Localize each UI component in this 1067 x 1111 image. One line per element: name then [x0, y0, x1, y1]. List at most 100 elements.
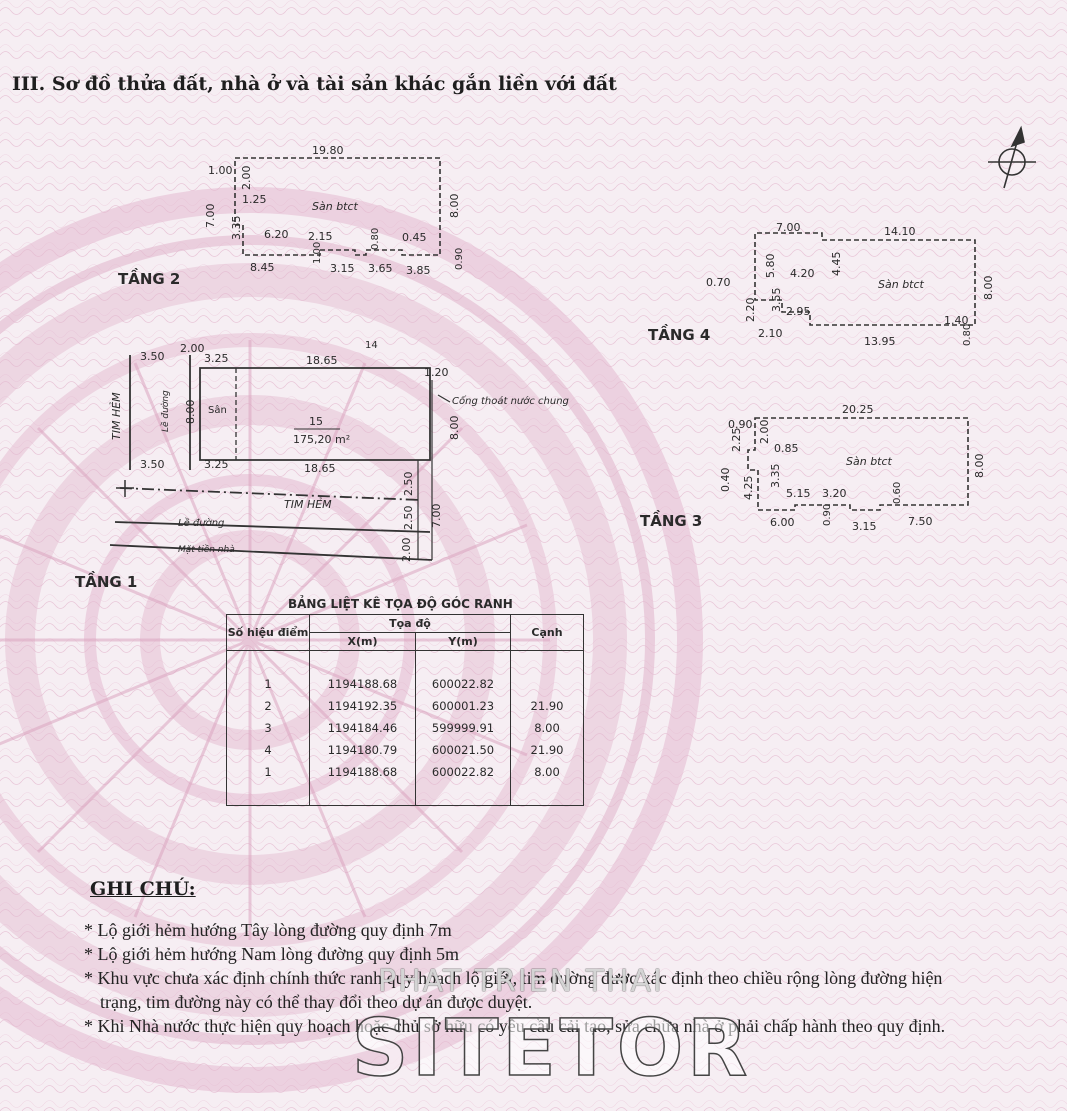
cell-edge: 8.00 [510, 761, 584, 783]
floor3-room: Sàn btct [846, 455, 893, 468]
floor1-dim-left-bottom: 3.50 [140, 458, 165, 471]
floor4-dim-b2: 13.95 [864, 335, 896, 348]
floor3-dim-h1: 2.25 [730, 428, 743, 453]
floor2-dim-b-right: 0.90 [454, 248, 465, 270]
floor3-dim-b1: 6.00 [770, 516, 795, 529]
section-heading: III. Sơ đồ thửa đất, nhà ở và tài sản kh… [12, 72, 617, 95]
floor3-dim-corner: 0.90 [728, 418, 753, 431]
floor3-dim-b4: 7.50 [908, 515, 933, 528]
floor1-dim-right-top: 1.20 [424, 366, 449, 379]
cell-point: 4 [226, 739, 310, 761]
floor2-dim-corner-h: 2.00 [240, 166, 253, 191]
cell-edge: 8.00 [510, 717, 584, 739]
table-row [226, 650, 584, 673]
floor2-dim-small-step: 0.45 [402, 231, 427, 244]
floor4-dim-b1: 2.10 [758, 327, 783, 340]
note-item: * Khu vực chưa xác định chính thức ranh … [84, 968, 943, 1012]
floor4-dim-low-h: 2.20 [744, 298, 757, 323]
floor1-yard: Sân [208, 404, 227, 416]
cell-x: 1194180.79 [309, 739, 416, 761]
compass-north-icon [988, 125, 1036, 189]
table-row: 1 1194188.68 600022.82 [226, 673, 584, 695]
cell-x: 1194192.35 [309, 695, 416, 717]
floor4-dim-b-right: 0.80 [962, 324, 973, 346]
floor2-dim-b2: 3.15 [330, 262, 355, 275]
floor1-dim-main-bottom: 18.65 [304, 462, 336, 475]
floor2-dim-seg-b: 2.15 [308, 230, 333, 243]
cell-y: 600001.23 [414, 695, 512, 717]
table-row: 2 1194192.35 600001.23 21.90 [226, 695, 584, 717]
floor1-dim-r2: 2.50 [402, 506, 415, 531]
floor1-dim-r3: 2.00 [400, 538, 413, 563]
floor2-dim-top: 19.80 [312, 144, 344, 157]
floor2-dim-b1: 8.45 [250, 261, 275, 274]
floor1-frontage: Mặt tiền nhà [178, 544, 235, 555]
floor2-dim-b4: 3.85 [406, 264, 431, 277]
floor2-dim-seg-a: 6.20 [264, 228, 289, 241]
floor2-dim-inner-step: 1.25 [242, 193, 267, 206]
floor4-dim-seg: 2.95 [786, 305, 811, 318]
floor2-dim-b3: 3.65 [368, 262, 393, 275]
cell-edge: 21.90 [510, 739, 584, 761]
cell-point: 2 [226, 695, 310, 717]
col-point: Số hiệu điểm [226, 614, 310, 651]
table-row [226, 783, 584, 806]
cell-x: 1194188.68 [309, 673, 416, 695]
floor4-dim-top-right: 14.10 [884, 225, 916, 238]
floor4-dim-step-w: 4.20 [790, 267, 815, 280]
cell-y: 600022.82 [414, 761, 512, 783]
floor1-dim-yard-bottom: 3.25 [204, 458, 229, 471]
floor1-sidewalk-left: Lề đường [160, 390, 171, 432]
table-row: 1 1194188.68 600022.82 8.00 [226, 761, 584, 783]
floor3-label: TẦNG 3 [640, 509, 702, 530]
floor1-parcel-no: 15 [309, 415, 323, 428]
floor4-dim-inner: 4.45 [830, 252, 843, 277]
col-edge: Cạnh [510, 614, 584, 651]
floor2-room: Sàn btct [312, 200, 359, 213]
floor1-alley-left: TIM HẺM [109, 392, 123, 440]
col-coord: Tọa độ [309, 614, 511, 633]
floor1-dim-r-total: 7.00 [430, 504, 443, 529]
floor2-dim-corner-w: 1.00 [208, 164, 233, 177]
table-row: 4 1194180.79 600021.50 21.90 [226, 739, 584, 761]
floor4-label: TẦNG 4 [648, 323, 710, 344]
floor4-dim-right-step: 1.40 [944, 314, 969, 327]
floor2-label: TẦNG 2 [118, 267, 180, 288]
watermark-main: SITETOR [351, 1003, 752, 1095]
cell-y: 599999.91 [414, 717, 512, 739]
cell-y: 600022.82 [414, 673, 512, 695]
floor3-dim-notch: 0.60 [892, 482, 903, 504]
floor1-dim-step: 2.00 [180, 342, 205, 355]
floor4-dim-right: 8.00 [982, 276, 995, 301]
floor1-dim-r1: 2.50 [402, 472, 415, 497]
notes-list: * Lộ giới hẻm hướng Tây lòng đường quy đ… [84, 918, 964, 1038]
table-row: 3 1194184.46 599999.91 8.00 [226, 717, 584, 739]
watermark-top: PHAT TRIEN THAI [378, 964, 664, 999]
floor3-dim-h2: 2.00 [758, 420, 771, 445]
floor1-label: TẦNG 1 [75, 570, 137, 591]
col-y: Y(m) [414, 632, 512, 651]
floor4-room: Sàn btct [878, 278, 925, 291]
floor3-dim-seg1: 5.15 [786, 487, 811, 500]
floor3-dim-h3: 4.25 [742, 476, 755, 501]
note-item: * Lộ giới hẻm hướng Tây lòng đường quy đ… [84, 920, 452, 940]
floor4-dim-left-out: 0.70 [706, 276, 731, 289]
cell-x: 1194188.68 [309, 761, 416, 783]
floor2-dim-notch-a: 1.00 [312, 242, 323, 264]
floor3-dim-b2: 0.90 [822, 504, 833, 526]
notes-title: GHI CHÚ: [90, 878, 196, 900]
cell-edge [510, 673, 584, 695]
floor3-dim-right: 8.00 [973, 454, 986, 479]
floor2-dim-right: 8.00 [448, 194, 461, 219]
floor3-dim-b3: 3.15 [852, 520, 877, 533]
note-item: * Khi Nhà nước thực hiện quy hoạch hoặc … [84, 1016, 946, 1036]
col-x: X(m) [309, 632, 416, 651]
coord-table-title: BẢNG LIỆT KÊ TỌA ĐỘ GÓC RANH [288, 597, 513, 611]
cell-point: 1 [226, 673, 310, 695]
floor4-dim-left: 5.80 [764, 254, 777, 279]
floor4-dim-top-left: 7.00 [776, 221, 801, 234]
floor1-dim-left-h: 8.00 [184, 400, 197, 425]
floor2-dim-notch-b: 0.80 [370, 228, 381, 250]
floor4-dim-step-h: 3.55 [770, 288, 783, 313]
